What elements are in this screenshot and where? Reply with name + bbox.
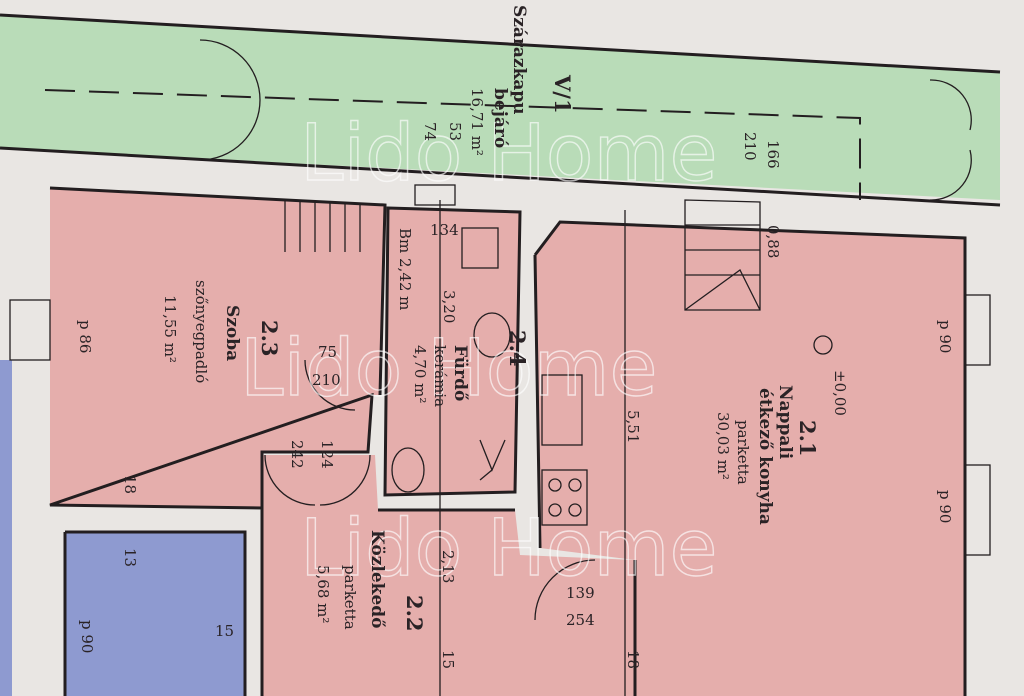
window-label: p 90 [78, 620, 96, 653]
window-label: p 90 [936, 490, 954, 523]
room-name: Közlekedő [367, 530, 387, 629]
wall-dim: 18 [624, 650, 642, 669]
window-label: p 90 [936, 320, 954, 353]
room-floor: kerámia [431, 345, 449, 407]
window-label: p 86 [76, 320, 94, 353]
room-2-3-szoba [50, 188, 385, 508]
burner [568, 503, 582, 517]
wall-dim: 18 [121, 475, 139, 494]
door-dim: 254 [566, 611, 595, 629]
door-dim: 242 [288, 440, 306, 469]
door-dim: 124 [318, 440, 336, 469]
entrance-area [0, 15, 1000, 200]
room-name: Nappali [775, 385, 795, 460]
room-number: 2.3 [257, 320, 282, 357]
room-number: 2.1 [795, 420, 820, 457]
walls [49, 186, 967, 696]
window [9, 299, 51, 361]
room-2-2-kozlekedo [262, 455, 635, 696]
stairs [279, 199, 761, 311]
ceiling-height: Bm 2,42 m [396, 228, 414, 310]
neighbor-room [65, 532, 245, 696]
room-name-2: étkező konyha [755, 388, 775, 525]
burner [548, 503, 562, 517]
room-floor: parketta [341, 565, 359, 630]
room-name: Szoba [222, 305, 242, 361]
sink-icon [473, 312, 511, 358]
room-depth: 3,20 [440, 290, 458, 323]
wall-dim: 15 [215, 622, 234, 640]
door-swings [264, 359, 596, 621]
window-dim: 134 [430, 221, 459, 239]
room-area: 30,03 m² [714, 412, 732, 480]
room-number: 2.2 [402, 595, 427, 632]
door-swing [199, 39, 972, 201]
room-floor: parketta [734, 420, 752, 485]
room-number: 2.4 [505, 330, 530, 367]
watermark: Lido Home [240, 324, 658, 414]
room-depth: 5,51 [624, 410, 642, 443]
room-area: 5,68 m² [314, 565, 332, 623]
room-2-1-nappali [535, 222, 965, 696]
door-dim: 166 [764, 140, 782, 169]
shower-icon [479, 439, 506, 481]
room-2-4-furdo [385, 208, 520, 495]
entrance-dim: 74 [421, 122, 439, 141]
burner [548, 478, 562, 492]
door-dim: 139 [566, 584, 595, 602]
toilet-icon [391, 447, 425, 493]
wall [0, 13, 1001, 74]
door-dim: 75 [318, 343, 337, 361]
kitchen-counter [541, 374, 583, 446]
window [964, 464, 991, 556]
entrance-sub: bejáró [490, 88, 510, 148]
door-dim: 210 [312, 371, 341, 389]
watermark: Lido Home [300, 504, 718, 594]
entrance-code: V/1 [550, 74, 575, 114]
floor-level: ±0,00 [831, 370, 849, 416]
room-area: 4,70 m² [411, 345, 429, 403]
entrance-name: Szárazkapu [509, 5, 529, 115]
wall [0, 146, 1001, 207]
neighbor-strip [0, 360, 12, 696]
room-name: Fürdő [450, 345, 470, 401]
level-marker-icon [813, 335, 833, 355]
entrance-dim: 53 [446, 122, 464, 141]
room-floor: szőnyegpadló [192, 280, 210, 383]
window [964, 294, 991, 366]
room-area: 11,55 m² [161, 295, 179, 363]
entrance-area-label: 16,71 m² [468, 88, 486, 156]
step-height: 0,88 [764, 225, 782, 258]
vent-fixture [461, 227, 499, 269]
burner [568, 478, 582, 492]
room-depth: 2,13 [439, 550, 457, 583]
wall-dim: 13 [121, 548, 139, 567]
door-dim: 210 [741, 132, 759, 161]
watermark: Lido Home [300, 109, 718, 199]
window [414, 184, 456, 206]
stove-icon [541, 469, 588, 526]
dashed-outline [44, 89, 861, 200]
wall-dim: 15 [439, 650, 457, 669]
